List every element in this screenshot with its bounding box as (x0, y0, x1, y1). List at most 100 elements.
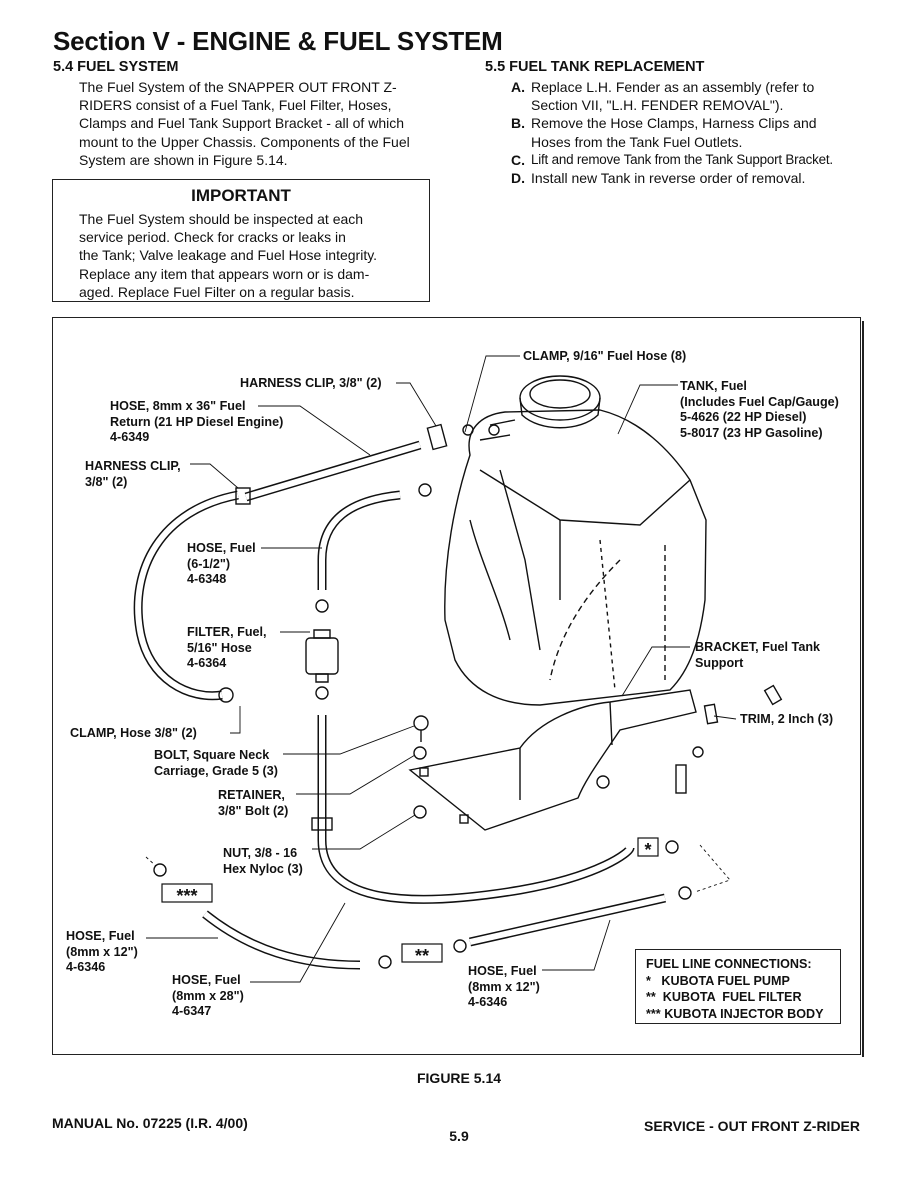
label-line: (6-1/2") (187, 556, 231, 571)
label-line: HOSE, Fuel (66, 929, 135, 943)
label-line: (8mm x 12") (66, 944, 138, 959)
important-line: The Fuel System should be inspected at e… (79, 211, 364, 227)
legend-item: * KUBOTA FUEL PUMP (646, 973, 790, 988)
fuel-tank (444, 409, 707, 706)
step-item: B. Remove the Hose Clamps, Harness Clips… (511, 114, 881, 150)
label-line: BRACKET, Fuel Tank (695, 640, 821, 654)
tank-bracket (408, 689, 697, 831)
step-letter: A. (511, 79, 525, 95)
label-line: 4-6364 (187, 656, 227, 670)
step-line: Remove the Hose Clamps, Harness Clips an… (531, 115, 817, 132)
label-line: HOSE, 8mm x 36" Fuel (110, 399, 246, 413)
label-retainer: RETAINER, 3/8" Bolt (2) (218, 788, 288, 819)
label-filter: FILTER, Fuel, 5/16" Hose 4-6364 (187, 625, 267, 672)
label-line: 3/8" Bolt (2) (218, 803, 289, 818)
footer-manual-number: MANUAL No. 07225 (I.R. 4/00) (52, 1115, 248, 1131)
step-letter: C. (511, 151, 525, 168)
important-line: Replace any item that appears worn or is… (79, 265, 370, 282)
label-line: HOSE, Fuel (468, 964, 537, 978)
label-line: NUT, 3/8 - 16 (223, 846, 298, 860)
label-line: HARNESS CLIP, 3/8" (2) (240, 376, 382, 390)
step-letter: B. (511, 115, 525, 132)
step-item: A. Replace L.H. Fender as an assembly (r… (511, 78, 881, 114)
label-line: HARNESS CLIP, (85, 459, 181, 473)
footer-page-number: 5.9 (449, 1128, 469, 1144)
footer-section-title: SERVICE - OUT FRONT Z-RIDER (644, 1118, 860, 1134)
step-line: Section VII, "L.H. FENDER REMOVAL"). (531, 97, 784, 114)
legend-item: ** KUBOTA FUEL FILTER (646, 990, 802, 1004)
important-title: IMPORTANT (191, 186, 291, 205)
fuel-filter (305, 637, 339, 675)
label-line: 4-6346 (468, 995, 508, 1009)
figure-caption: FIGURE 5.14 (416, 1070, 502, 1086)
label-hose-12-left: HOSE, Fuel (8mm x 12") 4-6346 (66, 929, 138, 976)
label-hose-6half: HOSE, Fuel (6-1/2") 4-6348 (187, 541, 256, 588)
fuel-system-line: RIDERS consist of a Fuel Tank, Fuel Filt… (79, 97, 392, 114)
label-line: 4-6346 (66, 960, 106, 974)
label-line: CLAMP, 9/16" Fuel Hose (8) (523, 349, 687, 363)
label-line: Hex Nyloc (3) (223, 861, 303, 876)
label-line: FILTER, Fuel, (187, 625, 267, 639)
important-line: service period. Check for cracks or leak… (79, 229, 346, 246)
fuel-system-line: System are shown in Figure 5.14. (79, 151, 288, 168)
fuel-system-line: The Fuel System of the SNAPPER OUT FRONT… (79, 79, 397, 95)
label-trim: TRIM, 2 Inch (3) (740, 712, 833, 728)
marker-single-text: * (644, 840, 651, 860)
marker-double-box (401, 943, 443, 963)
step-item: C. Lift and remove Tank from the Tank Su… (511, 151, 881, 169)
label-line: Return (21 HP Diesel Engine) (110, 414, 284, 429)
fuel-line-legend: FUEL LINE CONNECTIONS: * KUBOTA FUEL PUM… (635, 949, 841, 1024)
label-line: CLAMP, Hose 3/8" (2) (70, 726, 197, 740)
tank-replacement-heading: 5.5 FUEL TANK REPLACEMENT (485, 59, 705, 75)
label-line: 3/8" (2) (85, 474, 128, 489)
important-line: the Tank; Valve leakage and Fuel Hose in… (79, 247, 378, 264)
label-harness-clip-left: HARNESS CLIP, 3/8" (2) (85, 459, 181, 490)
fuel-system-heading: 5.4 FUEL SYSTEM (53, 59, 179, 75)
figure-frame (52, 317, 864, 1057)
label-line: 5-8017 (23 HP Gasoline) (680, 425, 823, 440)
label-bracket: BRACKET, Fuel Tank Support (695, 640, 820, 671)
legend-item: *** KUBOTA INJECTOR BODY (646, 1006, 824, 1021)
label-line: 5/16" Hose (187, 640, 252, 655)
label-line: Carriage, Grade 5 (3) (154, 763, 278, 778)
marker-triple-text: *** (176, 886, 197, 906)
label-clamp-916: CLAMP, 9/16" Fuel Hose (8) (523, 349, 686, 365)
label-line: (8mm x 12") (468, 979, 540, 994)
label-hose-28: HOSE, Fuel (8mm x 28") 4-6347 (172, 973, 244, 1020)
legend-title: FUEL LINE CONNECTIONS: (646, 957, 812, 971)
label-line: 5-4626 (22 HP Diesel) (680, 410, 807, 424)
important-box: IMPORTANT The Fuel System should be insp… (52, 179, 430, 302)
label-line: (Includes Fuel Cap/Gauge) (680, 394, 839, 409)
step-line: Install new Tank in reverse order of rem… (531, 170, 806, 187)
step-line: Replace L.H. Fender as an assembly (refe… (531, 79, 815, 95)
hose-6half (317, 490, 401, 590)
label-harness-clip-top: HARNESS CLIP, 3/8" (2) (240, 376, 382, 392)
label-nut: NUT, 3/8 - 16 Hex Nyloc (3) (223, 846, 303, 877)
label-line: (8mm x 28") (172, 988, 244, 1003)
label-hose-return: HOSE, 8mm x 36" Fuel Return (21 HP Diese… (110, 399, 283, 446)
marker-single-box (637, 837, 659, 857)
label-line: 4-6349 (110, 430, 150, 444)
label-line: BOLT, Square Neck (154, 748, 270, 762)
fuel-system-body: The Fuel System of the SNAPPER OUT FRONT… (79, 78, 410, 169)
label-tank: TANK, Fuel (Includes Fuel Cap/Gauge) 5-4… (680, 379, 839, 441)
label-line: TRIM, 2 Inch (3) (740, 712, 834, 726)
step-line: Lift and remove Tank from the Tank Suppo… (531, 151, 833, 167)
label-line: 4-6348 (187, 572, 227, 586)
label-line: RETAINER, (218, 788, 285, 802)
label-clamp-38: CLAMP, Hose 3/8" (2) (70, 726, 197, 742)
label-line: HOSE, Fuel (187, 541, 256, 555)
step-letter: D. (511, 170, 525, 187)
fuel-system-line: mount to the Upper Chassis. Components o… (79, 133, 410, 150)
label-line: 4-6347 (172, 1004, 212, 1018)
marker-double-text: ** (415, 946, 429, 966)
fuel-system-line: Clamps and Fuel Tank Support Bracket - a… (79, 115, 405, 132)
page-title: Section V - ENGINE & FUEL SYSTEM (53, 26, 503, 56)
tank-replacement-steps: A. Replace L.H. Fender as an assembly (r… (511, 78, 881, 187)
label-bolt: BOLT, Square Neck Carriage, Grade 5 (3) (154, 748, 278, 779)
important-line: aged. Replace Fuel Filter on a regular b… (79, 283, 355, 300)
marker-triple-box (161, 883, 213, 903)
label-line: TANK, Fuel (680, 379, 747, 393)
step-item: D. Install new Tank in reverse order of … (511, 169, 881, 187)
